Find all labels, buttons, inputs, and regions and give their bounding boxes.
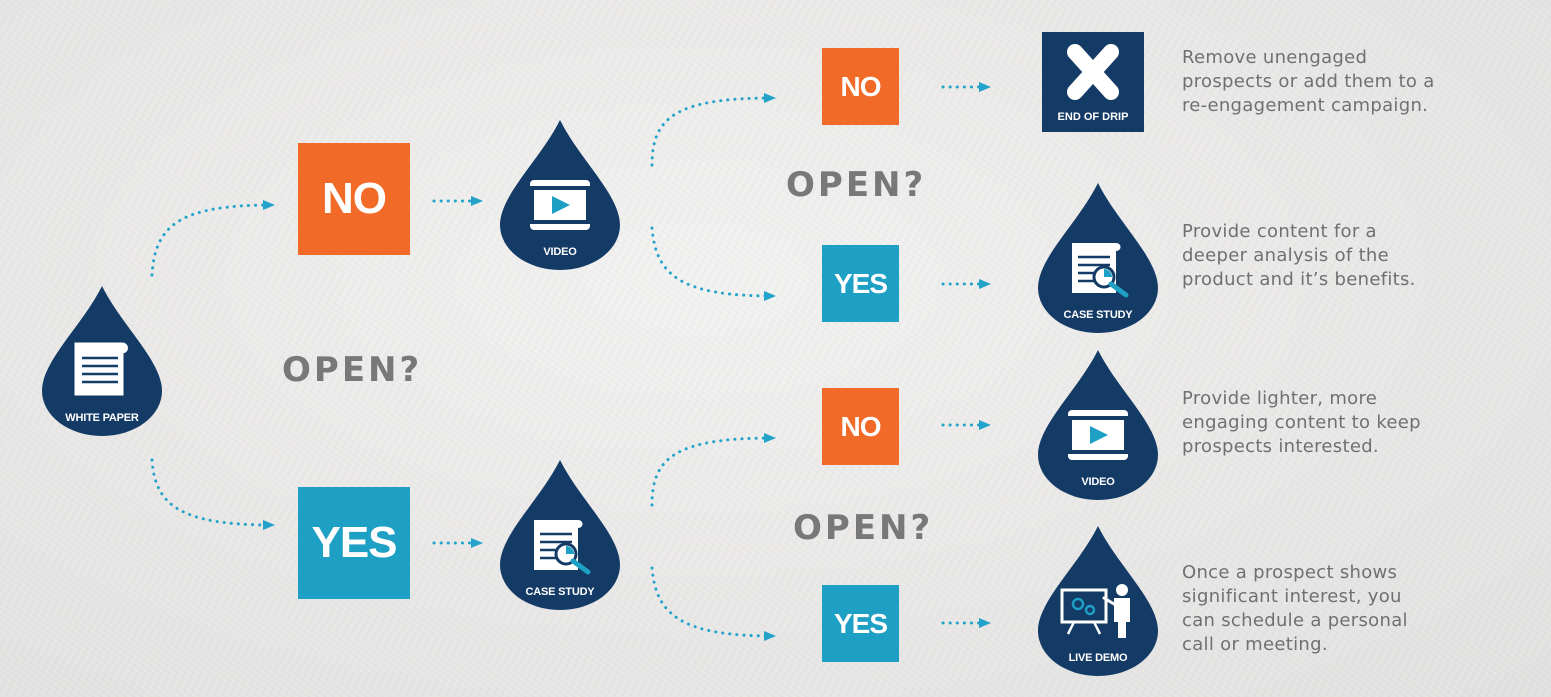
description-line: engaging content to keep <box>1182 412 1421 433</box>
yes-box-case-branch: YES <box>822 585 899 662</box>
drop-label: WHITE PAPER <box>65 412 139 424</box>
drop-label: LIVE DEMO <box>1068 652 1128 664</box>
arrow-case-to-yes <box>650 566 776 641</box>
arrow-case-to-no <box>650 433 776 507</box>
description-line: deeper analysis of the <box>1182 245 1390 266</box>
description-line: prospects interested. <box>1182 436 1379 457</box>
description-line: significant interest, you <box>1182 586 1402 607</box>
arrow-video-to-no <box>650 93 776 167</box>
live-demo-result-drop: LIVE DEMO <box>1038 526 1158 676</box>
question-open-case-branch: OPEN? <box>793 508 934 548</box>
description-end-of-drip: Remove unengaged prospects or add them t… <box>1182 46 1542 118</box>
drop-label: VIDEO <box>543 246 577 258</box>
question-open-video-branch: OPEN? <box>786 165 927 205</box>
case-study-drop-level1: CASE STUDY <box>500 460 620 610</box>
arrow-video-to-yes <box>650 226 776 301</box>
x-icon <box>1067 44 1119 100</box>
drop-label: CASE STUDY <box>525 586 595 598</box>
video-icon <box>1068 410 1128 460</box>
description-line: re-engagement campaign. <box>1182 95 1429 116</box>
description-line: can schedule a personal <box>1182 610 1408 631</box>
no-box-video-branch: NO <box>822 48 899 125</box>
no-box-case-branch: NO <box>822 388 899 465</box>
case-study-icon <box>1072 243 1129 298</box>
description-video: Provide lighter, more engaging content t… <box>1182 387 1542 459</box>
arrow-root-to-yes <box>150 458 275 530</box>
yes-box-level1: YES <box>298 487 410 599</box>
live-demo-icon <box>1060 584 1130 638</box>
description-line: call or meeting. <box>1182 634 1328 655</box>
description-line: Remove unengaged <box>1182 47 1368 68</box>
description-live-demo: Once a prospect shows significant intere… <box>1182 561 1542 657</box>
description-line: Provide lighter, more <box>1182 388 1378 409</box>
question-open-level1: OPEN? <box>282 350 423 390</box>
video-drop-level1: VIDEO <box>500 120 620 270</box>
description-line: Once a prospect shows <box>1182 562 1398 583</box>
case-study-icon <box>534 520 591 575</box>
description-line: Provide content for a <box>1182 221 1377 242</box>
case-study-result-drop: CASE STUDY <box>1038 183 1158 333</box>
drop-label: CASE STUDY <box>1063 309 1133 321</box>
end-of-drip-box: END OF DRIP <box>1042 32 1144 132</box>
description-line: product and it’s benefits. <box>1182 269 1416 290</box>
arrow-root-to-no <box>150 200 275 277</box>
drop-label: VIDEO <box>1081 476 1115 488</box>
video-icon <box>530 180 590 230</box>
root-white-paper-drop: WHITE PAPER <box>42 286 162 436</box>
description-line: prospects or add them to a <box>1182 71 1435 92</box>
description-case-study: Provide content for a deeper analysis of… <box>1182 220 1542 292</box>
document-icon <box>74 342 128 396</box>
yes-box-video-branch: YES <box>822 245 899 322</box>
no-box-level1: NO <box>298 143 410 255</box>
drop-label: END OF DRIP <box>1057 111 1129 123</box>
video-result-drop: VIDEO <box>1038 350 1158 500</box>
